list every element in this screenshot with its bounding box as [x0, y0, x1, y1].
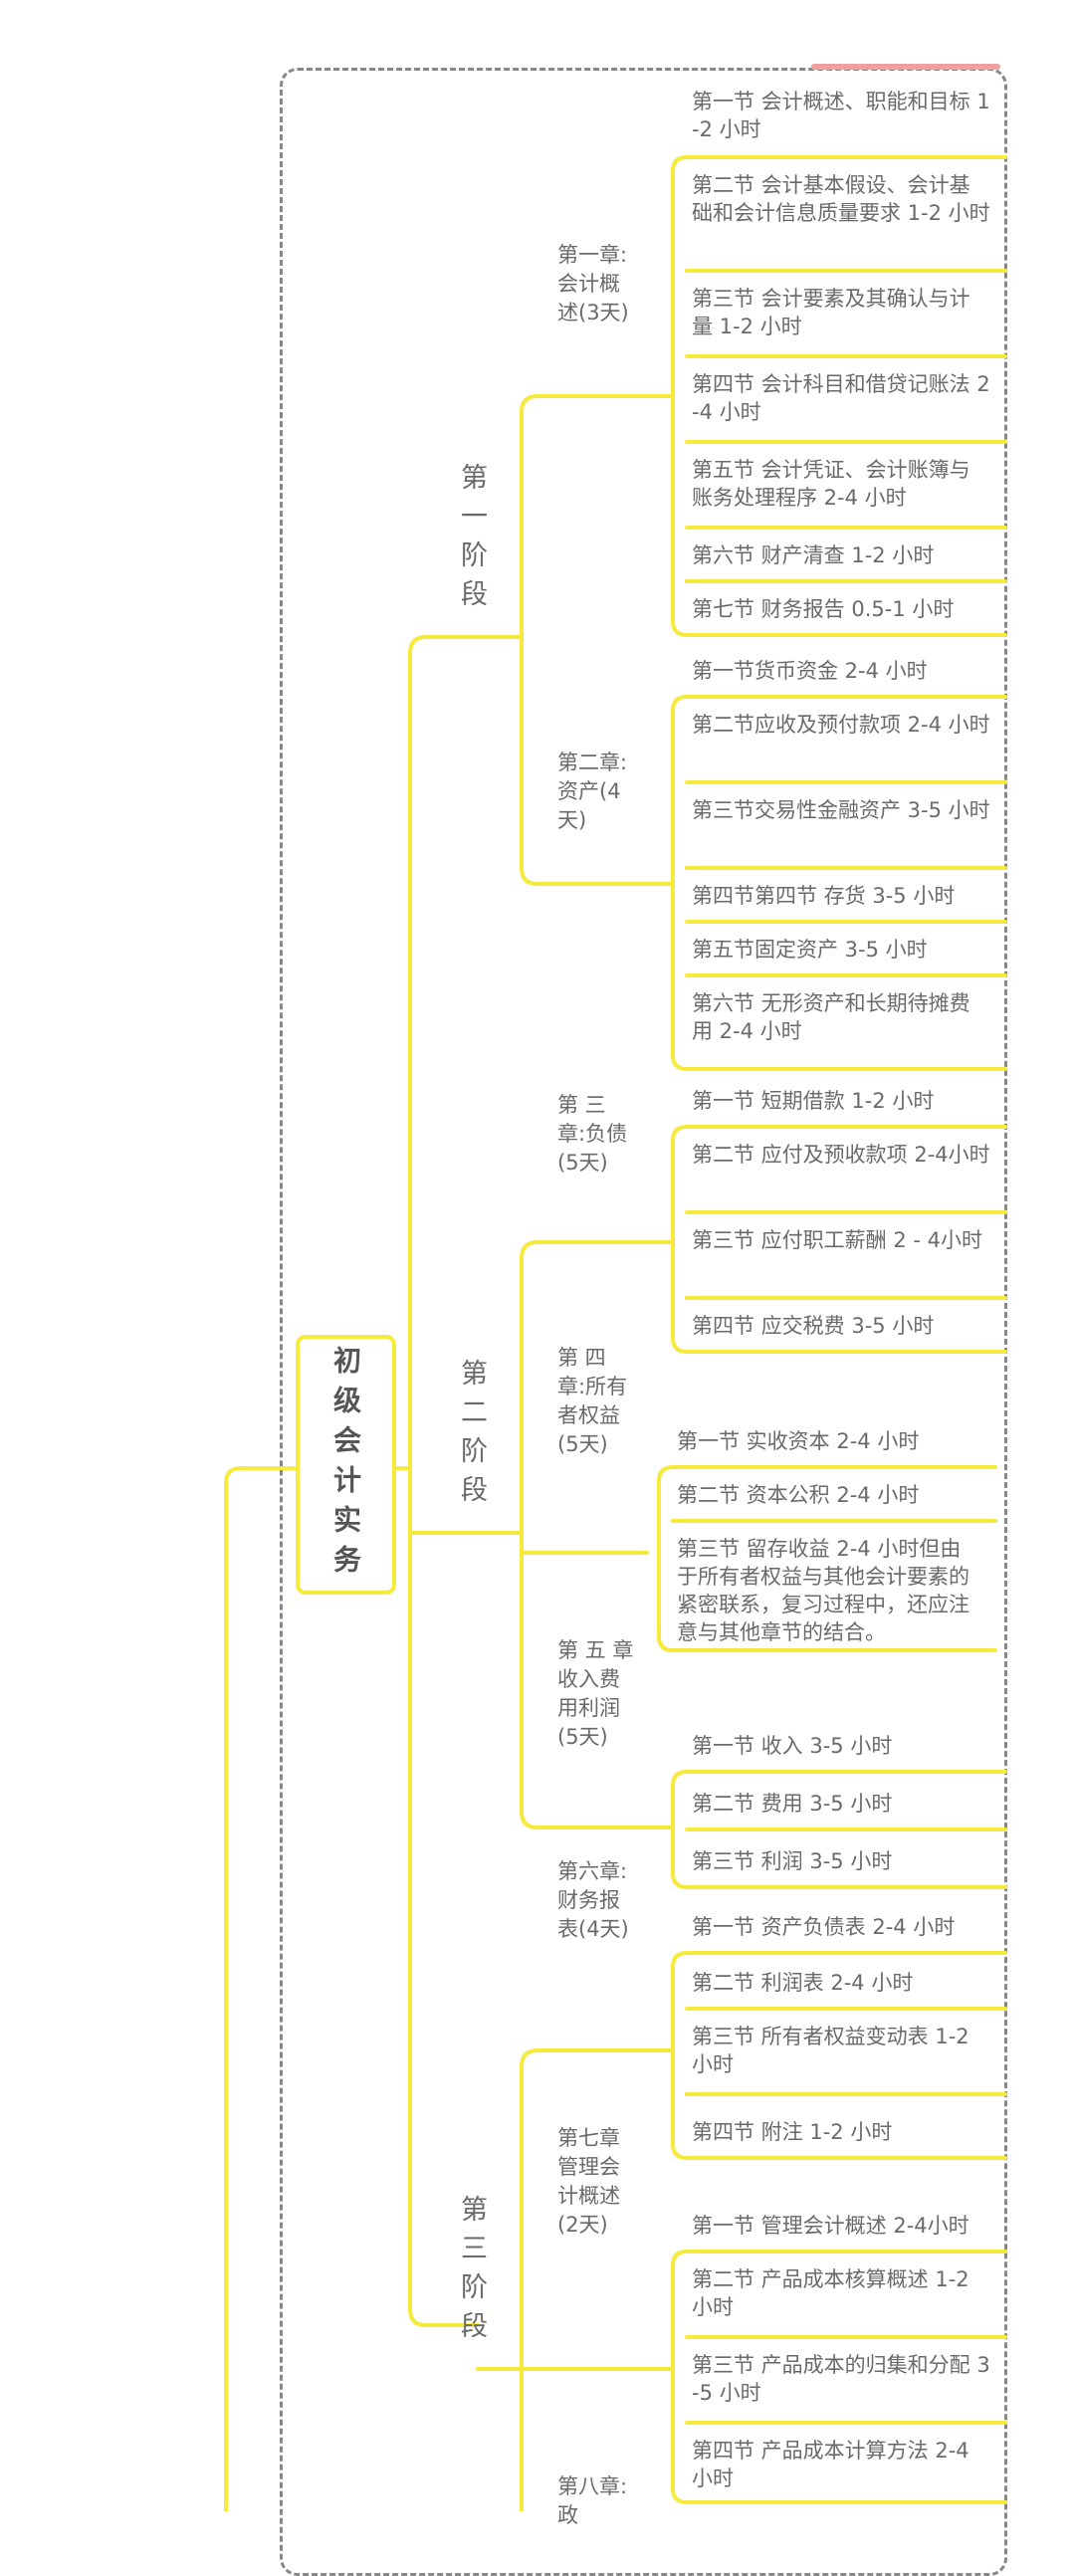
section-6-3: 第三节 所有者权益变动表 1-2 小时	[692, 2025, 969, 2076]
section-7-4: 第四节 产品成本计算方法 2-4 小时	[692, 2439, 969, 2490]
section-2-5: 第五节固定资产 3-5 小时	[692, 938, 928, 962]
section-6-1: 第一节 资产负债表 2-4 小时	[692, 1915, 956, 1939]
section-1-7: 第七节 财务报告 0.5-1 小时	[692, 597, 955, 621]
section-3-1: 第一节 短期借款 1-2 小时	[692, 1089, 935, 1113]
section-4-2: 第二节 资本公积 2-4 小时	[677, 1483, 920, 1507]
section-5-3: 第三节 利润 3-5 小时	[692, 1849, 893, 1873]
section-1-2: 第二节 会计基本假设、会计基 础和会计信息质量要求 1-2 小时	[692, 173, 990, 225]
chapter-2: 第二章:资产(4天)	[557, 751, 628, 832]
section-1-6: 第六节 财产清查 1-2 小时	[692, 543, 935, 567]
section-1-1: 第一节 会计概述、职能和目标 1-2 小时	[692, 90, 990, 141]
section-7-2: 第二节 产品成本核算概述 1-2 小时	[692, 2267, 969, 2319]
root-node: 初级会计实务	[296, 1335, 396, 1595]
stage-1: 第一阶段	[456, 463, 487, 618]
section-2-4: 第四节第四节 存货 3-5 小时	[692, 884, 956, 908]
chapter-1: 第一章:会计概述(3天)	[557, 243, 629, 324]
section-1-3: 第三节 会计要素及其确认与计量 1-2 小时	[692, 287, 970, 338]
section-6-4: 第四节 附注 1-2 小时	[692, 2120, 893, 2144]
section-1-5: 第五节 会计凭证、会计账簿与账务处理程序 2-4 小时	[692, 458, 970, 510]
section-3-2: 第二节 应付及预收款项 2-4小时	[692, 1143, 990, 1167]
chapter-4: 第 四 章:所有者权益(5天)	[557, 1346, 628, 1456]
stage-3: 第三阶段	[456, 2195, 487, 2350]
section-5-2: 第二节 费用 3-5 小时	[692, 1792, 893, 1816]
chapter-7: 第七章管理会计概述(2天)	[557, 2126, 620, 2237]
chapter-6: 第六章:财务报表(4天)	[557, 1859, 629, 1941]
section-7-3: 第三节 产品成本的归集和分配 3-5 小时	[692, 2353, 990, 2405]
connector-lines	[224, 155, 1007, 2511]
section-4-3: 第三节 留存收益 2-4 小时但由于所有者权益与其他会计要素的紧密联系，复习过程…	[677, 1537, 969, 1644]
section-2-6: 第六节 无形资产和长期待摊费用 2-4 小时	[692, 991, 970, 1043]
section-3-3: 第三节 应付职工薪酬 2 - 4小时	[692, 1228, 982, 1252]
section-2-1: 第一节货币资金 2-4 小时	[692, 659, 928, 683]
section-4-1: 第一节 实收资本 2-4 小时	[677, 1429, 920, 1453]
section-5-1: 第一节 收入 3-5 小时	[692, 1734, 893, 1758]
section-6-2: 第二节 利润表 2-4 小时	[692, 1971, 914, 1995]
section-7-1: 第一节 管理会计概述 2-4小时	[692, 2214, 969, 2238]
chapter-8: 第八章:政	[557, 2474, 628, 2527]
section-3-4: 第四节 应交税费 3-5 小时	[692, 1314, 935, 1338]
stage-2: 第二阶段	[456, 1359, 487, 1514]
chapter-3: 第 三 章:负债 (5天)	[557, 1093, 628, 1175]
chapter-5: 第 五 章收入费用利润 (5天)	[557, 1638, 634, 1749]
section-1-4: 第四节 会计科目和借贷记账法 2-4 小时	[692, 372, 990, 424]
red-mark	[811, 64, 1000, 70]
section-2-3: 第三节交易性金融资产 3-5 小时	[692, 798, 990, 822]
section-2-2: 第二节应收及预付款项 2-4 小时	[692, 713, 990, 737]
